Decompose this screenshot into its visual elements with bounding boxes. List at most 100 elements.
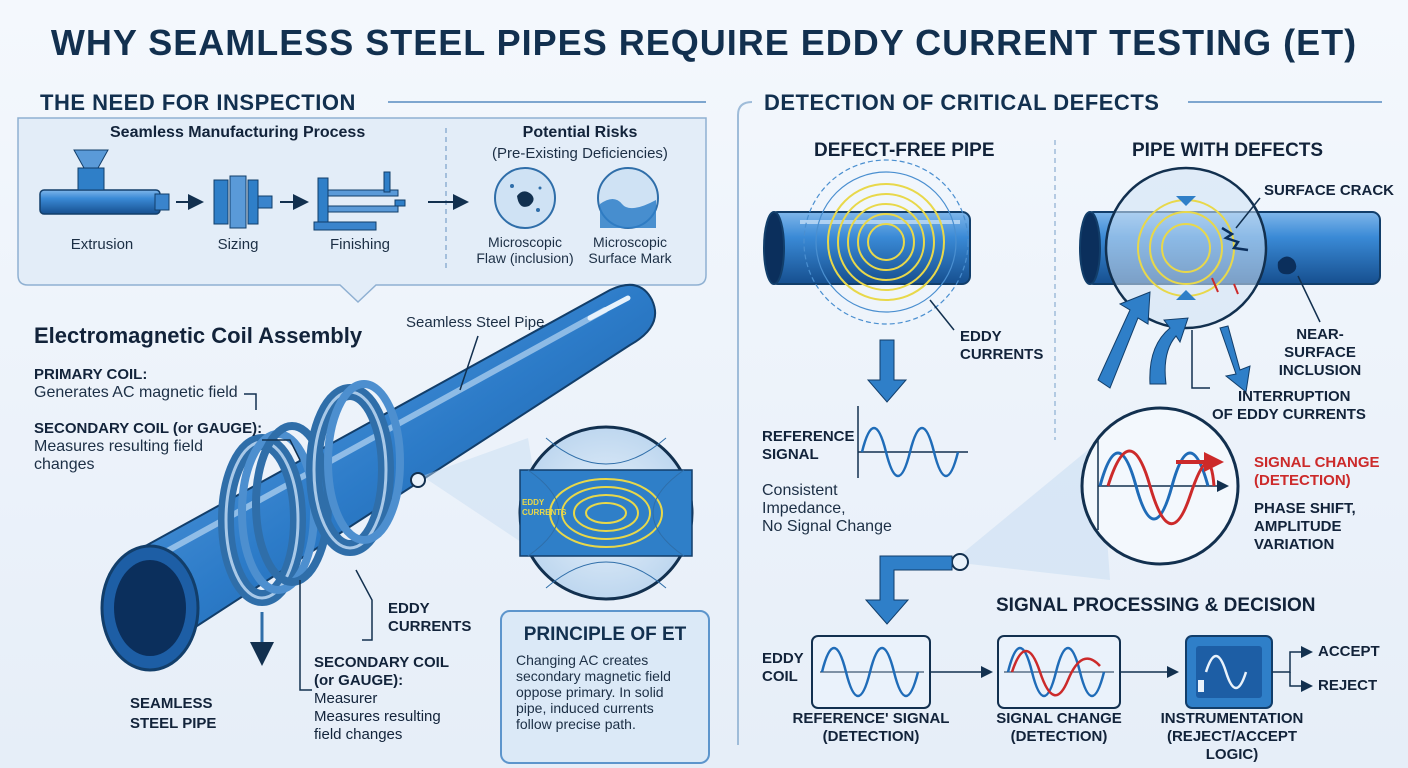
principle-title: PRINCIPLE OF ET bbox=[523, 624, 687, 645]
assembly-heading: Electromagnetic Coil Assembly bbox=[34, 323, 363, 348]
principle-line-1: Changing AC creates bbox=[516, 652, 649, 668]
reference-signal-wave bbox=[857, 406, 968, 478]
secondary-coil-desc2: changes bbox=[34, 456, 95, 473]
risks-subtitle: (Pre-Existing Deficiencies) bbox=[492, 145, 668, 162]
processing-heading: SIGNAL PROCESSING & DECISION bbox=[996, 595, 1316, 616]
stage-instrumentation: INSTRUMENTATION(REJECT/ACCEPT LOGIC) bbox=[1140, 710, 1324, 764]
risk-inclusion-line2: Flaw (inclusion) bbox=[476, 250, 574, 266]
sc-l2: (DETECTION) bbox=[1254, 472, 1351, 489]
int-l1: INTERRUPTION bbox=[1238, 388, 1351, 405]
instrumentation-box-icon bbox=[1185, 635, 1273, 709]
near-l1: NEAR-SURFACE bbox=[1284, 326, 1356, 361]
principle-text: Changing AC creates secondary magnetic f… bbox=[516, 652, 708, 732]
stage0-l1: REFERENCE' SIGNAL bbox=[792, 710, 950, 727]
near-l2: INCLUSION bbox=[1278, 362, 1362, 379]
down-arrow-icon bbox=[866, 339, 908, 403]
eddy-l2: CURRENTS bbox=[388, 618, 472, 635]
defect-free-title: DEFECT-FREE PIPE bbox=[814, 140, 995, 161]
seamless-l1: SEAMLESS bbox=[130, 695, 213, 712]
sec2-l1: SECONDARY COIL bbox=[314, 654, 450, 671]
sec2-l3: Measurer bbox=[314, 690, 378, 707]
need-heading: THE NEED FOR INSPECTION bbox=[40, 90, 356, 115]
defect-pipe-illustration bbox=[1079, 166, 1381, 330]
risk-surface-line2: Surface Mark bbox=[588, 250, 672, 266]
primary-coil-title: PRIMARY COIL: bbox=[34, 366, 148, 383]
primary-coil-desc: Generates AC magnetic field bbox=[34, 384, 238, 401]
pipe-label: Seamless Steel Pipe bbox=[406, 314, 545, 331]
page-title: WHY SEAMLESS STEEL PIPES REQUIRE EDDY CU… bbox=[50, 22, 1358, 63]
principle-line-2: secondary magnetic field bbox=[516, 668, 671, 684]
coil-l2: COIL bbox=[762, 668, 798, 685]
sc-l1: SIGNAL CHANGE bbox=[1254, 454, 1380, 471]
sec2-l5: field changes bbox=[314, 726, 403, 743]
surface-mark-icon bbox=[597, 167, 659, 229]
process-title: Seamless Manufacturing Process bbox=[110, 124, 366, 141]
ph-l2: AMPLITUDE bbox=[1254, 518, 1342, 535]
ph-l3: VARIATION bbox=[1254, 536, 1335, 553]
surface-crack-label: SURFACE CRACK bbox=[1264, 182, 1395, 199]
detection-heading: DETECTION OF CRITICAL DEFECTS bbox=[764, 90, 1160, 115]
free-eddy-l2: CURRENTS bbox=[960, 346, 1044, 363]
int-l2: OF EDDY CURRENTS bbox=[1212, 406, 1366, 423]
stage1-l1: SIGNAL CHANGE bbox=[996, 710, 1122, 727]
sec2-l2: (or GAUGE): bbox=[314, 672, 404, 689]
signal-change-circle bbox=[1080, 406, 1240, 566]
ph-l1: PHASE SHIFT, bbox=[1254, 500, 1356, 517]
principle-box: PRINCIPLE OF ET Changing AC creates seco… bbox=[500, 610, 710, 764]
eddy-l1: EDDY bbox=[388, 600, 430, 617]
step-extrusion: Extrusion bbox=[70, 236, 134, 253]
coil-l1: EDDY bbox=[762, 650, 804, 667]
secondary-coil-title: SECONDARY COIL (or GAUGE): bbox=[34, 420, 263, 437]
reject-label: REJECT bbox=[1318, 677, 1378, 694]
ref-l2: SIGNAL bbox=[762, 446, 819, 463]
field-arrow-icon bbox=[1097, 291, 1151, 389]
zoom-eddy-l2: CURRENTS bbox=[522, 508, 567, 517]
risks-title: Potential Risks bbox=[522, 124, 638, 141]
seamless-pipe-callout: SEAMLESS STEEL PIPE bbox=[130, 694, 216, 734]
principle-line-4: pipe, induced currents bbox=[516, 700, 654, 716]
cons-l1: Consistent bbox=[762, 482, 838, 499]
sec2-l4: Measures resulting bbox=[314, 708, 441, 725]
accept-label: ACCEPT bbox=[1318, 643, 1380, 660]
ref-l1: REFERENCE bbox=[762, 428, 855, 445]
stage1-l2: (DETECTION) bbox=[1010, 728, 1108, 745]
finishing-machine-icon bbox=[313, 171, 406, 231]
stage2-l1: INSTRUMENTATION bbox=[1160, 710, 1304, 727]
cons-l3: No Signal Change bbox=[762, 518, 892, 535]
principle-line-5: follow precise path. bbox=[516, 716, 636, 732]
zoom-eddy-l1: EDDY bbox=[522, 498, 545, 507]
secondary-coil-icon bbox=[306, 380, 404, 556]
reference-signal-box bbox=[811, 635, 931, 709]
risk-surface-line1: Microscopic bbox=[593, 234, 667, 250]
signal-change-label: SIGNAL CHANGE(DETECTION) bbox=[1254, 454, 1380, 490]
secondary-coil-desc1: Measures resulting field bbox=[34, 438, 203, 455]
free-eddy-l1: EDDY bbox=[960, 328, 1002, 345]
stage0-l2: (DETECTION) bbox=[822, 728, 920, 745]
secondary-coil-callout: SECONDARY COIL (or GAUGE): Measurer Meas… bbox=[314, 654, 449, 744]
stage-reference: REFERENCE' SIGNAL(DETECTION) bbox=[786, 710, 956, 746]
step-finishing: Finishing bbox=[329, 236, 391, 253]
stage-signal-change: SIGNAL CHANGE(DETECTION) bbox=[984, 710, 1134, 746]
stage2-l2: (REJECT/ACCEPT LOGIC) bbox=[1166, 728, 1297, 763]
seamless-l2: STEEL PIPE bbox=[130, 715, 217, 732]
cons-l2: Impedance, bbox=[762, 500, 846, 517]
defects-title: PIPE WITH DEFECTS bbox=[1132, 140, 1324, 161]
extrusion-machine-icon bbox=[39, 149, 170, 215]
signal-change-box bbox=[997, 635, 1121, 709]
principle-line-3: oppose primary. In solid bbox=[516, 684, 664, 700]
inclusion-flaw-icon bbox=[494, 167, 556, 229]
eddy-zoom-circle bbox=[518, 425, 694, 601]
